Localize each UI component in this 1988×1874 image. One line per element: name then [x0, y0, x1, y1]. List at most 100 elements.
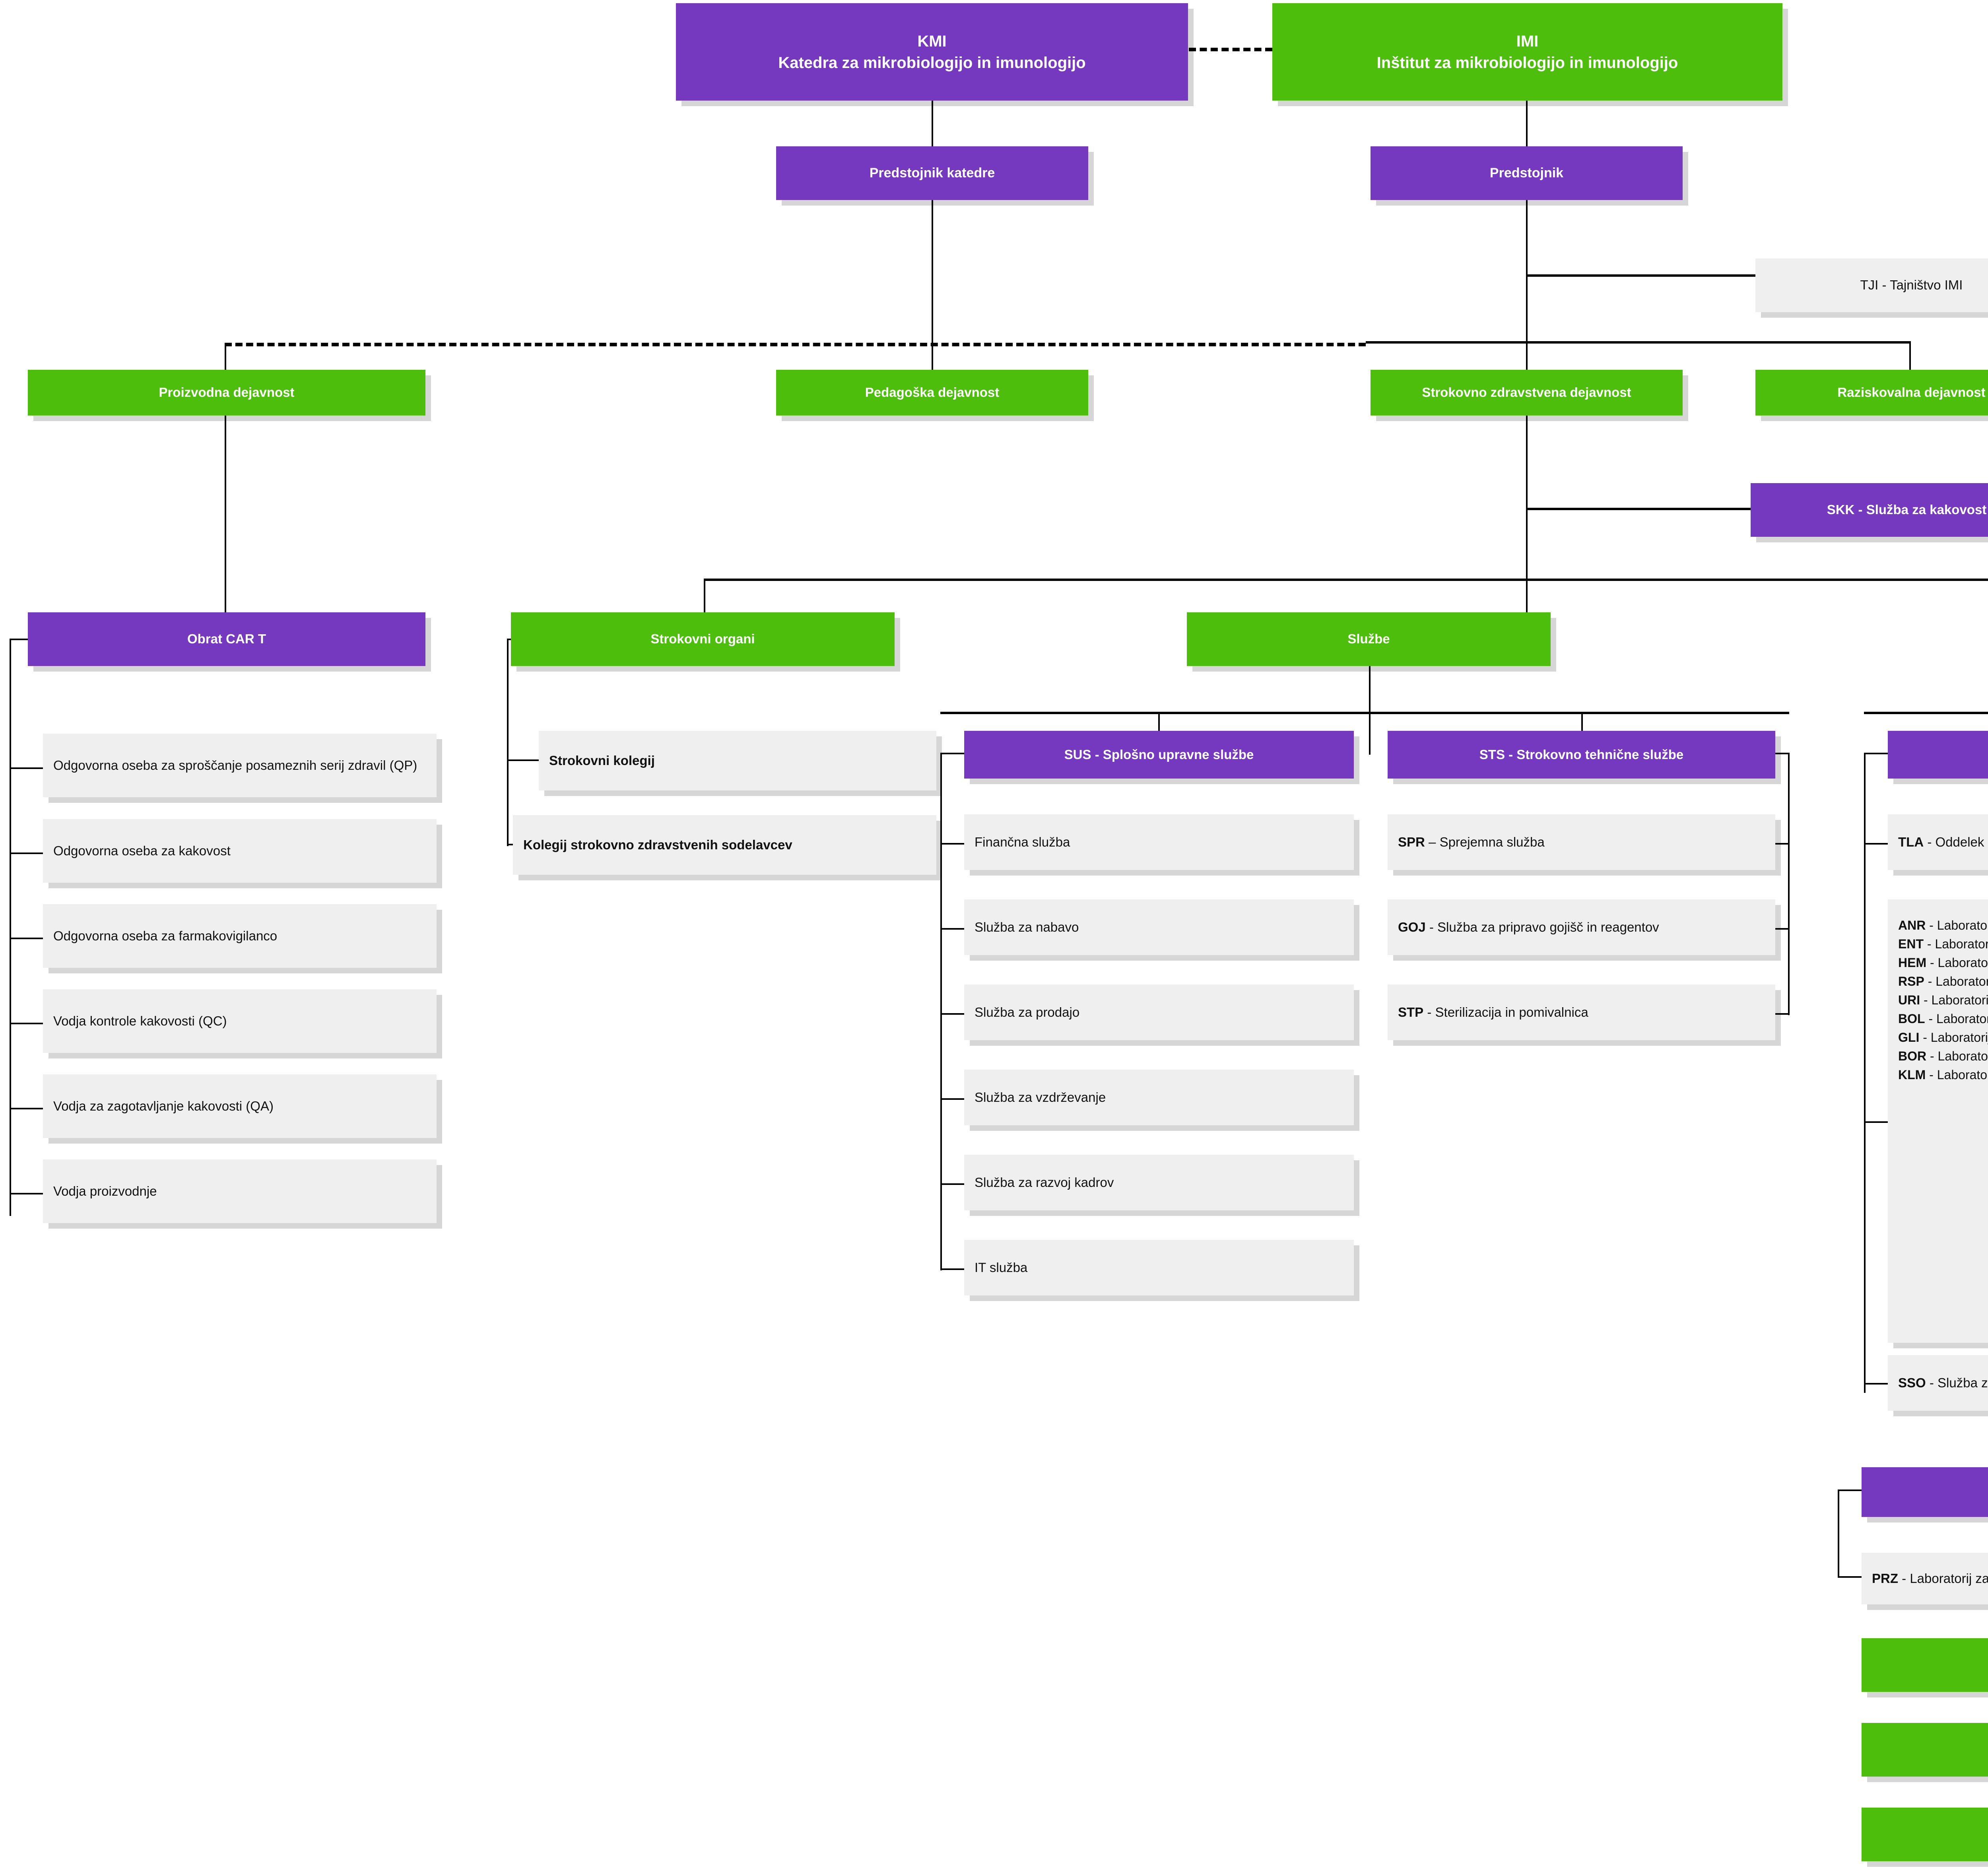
sts-item-1-text: Služba za pripravo gojišč in reagentov	[1437, 919, 1659, 934]
stub-bmk-tla	[1864, 843, 1888, 845]
imi-name: Inštitut za mikrobiologijo in imunologij…	[1376, 54, 1678, 72]
node-predstojnik[interactable]: Predstojnik	[1371, 146, 1683, 200]
node-imi[interactable]: IMI Inštitut za mikrobiologijo in imunol…	[1272, 3, 1782, 101]
stub-obrat-2	[10, 853, 43, 854]
node-sts-header[interactable]: STS - Strokovno tehnične službe	[1388, 731, 1775, 779]
connector-act-raziskovalna-down	[1909, 341, 1911, 374]
rail-sus	[940, 753, 942, 1270]
obrat-item-0: Odgovorna oseba za sproščanje posameznih…	[53, 757, 417, 773]
sts-item-2-code: STP	[1398, 1004, 1424, 1020]
sus-item-0: Finančna služba	[975, 834, 1070, 849]
connector-katedre-down	[932, 199, 933, 374]
stub-bmk-labs	[1864, 1121, 1888, 1123]
node-tajnistvo[interactable]: TJI - Tajništvo IMI	[1755, 258, 1988, 312]
bmk-tla-text: Oddelek za avtomatizirano procesiranje v…	[1935, 834, 1988, 849]
node-bmk-labs[interactable]: ANR - Laboratorij za bakteriološko diagn…	[1888, 899, 1988, 1343]
obrat-item-3: Vodja kontrole kakovosti (QC)	[53, 1013, 227, 1028]
list-item[interactable]: Odgovorna oseba za kakovost	[43, 819, 437, 883]
strokovni-organi-item-0: Strokovni kolegij	[549, 753, 655, 768]
bmk-sso-text: Služba za spremljanje občutljivosti bakt…	[1938, 1375, 1988, 1390]
node-smb[interactable]: SMB – Laboratorij za sindromsko diagnost…	[1862, 1638, 1988, 1692]
node-bmk-header[interactable]: BMK - Bakteriologija in mikologija	[1888, 731, 1988, 779]
list-item[interactable]: Služba za vzdrževanje	[964, 1070, 1354, 1125]
rail-sts	[1788, 753, 1790, 1015]
par-prz-code: PRZ	[1872, 1571, 1898, 1586]
list-item[interactable]: Odgovorna oseba za farmakovigilanco	[43, 904, 437, 968]
stub-sts-head	[1765, 753, 1789, 754]
sts-header-label: STS - Strokovno tehnične službe	[1479, 747, 1684, 762]
bmk-sso-sep: -	[1926, 1375, 1938, 1390]
obrat-item-5: Vodja proizvodnje	[53, 1183, 157, 1198]
list-item[interactable]: GOJ - Služba za pripravo gojišč in reage…	[1388, 899, 1775, 955]
list-item[interactable]: Služba za nabavo	[964, 899, 1354, 955]
sts-item-0-code: SPR	[1398, 834, 1425, 849]
list-item[interactable]: Strokovni kolegij	[539, 731, 936, 790]
node-kmi[interactable]: KMI Katedra za mikrobiologijo in imunolo…	[676, 3, 1188, 101]
activity-strokovno-label: Strokovno zdravstvena dejavnost	[1422, 385, 1631, 400]
connector-szd-down	[1526, 414, 1528, 652]
stub-sus-0	[940, 843, 964, 845]
node-obrat-car-t[interactable]: Obrat CAR T	[28, 612, 425, 666]
stub-sus-2	[940, 1013, 964, 1015]
par-prz-text: Laboratorij za parazitologijo	[1910, 1571, 1988, 1586]
connector-activities-dashed	[225, 343, 1366, 346]
list-item[interactable]: Odgovorna oseba za sproščanje posameznih…	[43, 734, 437, 797]
stub-obrat-0	[10, 639, 33, 640]
node-predstojnik-katedre[interactable]: Predstojnik katedre	[776, 146, 1088, 200]
list-item[interactable]: SPR – Sprejemna služba	[1388, 814, 1775, 870]
node-skk[interactable]: SKK - Služba za kakovost	[1751, 483, 1988, 537]
connector-sluzbe-down	[1369, 639, 1371, 755]
node-sus-header[interactable]: SUS - Splošno upravne službe	[964, 731, 1354, 779]
list-item[interactable]: Kolegij strokovno zdravstvenih sodelavce…	[513, 815, 936, 875]
node-activity-strokovno-zdravstvena[interactable]: Strokovno zdravstvena dejavnost	[1371, 370, 1683, 416]
node-bmk-sso[interactable]: SSO - Služba za spremljanje občutljivost…	[1888, 1355, 1988, 1411]
list-item[interactable]: Vodja proizvodnje	[43, 1159, 437, 1223]
node-sluzbe[interactable]: Službe	[1187, 612, 1551, 666]
bmk-lab-6: GLI - Laboratorij za diagnostiko glivičn…	[1898, 1030, 1988, 1045]
node-activity-proizvodna[interactable]: Proizvodna dejavnost	[28, 370, 425, 416]
node-intervencijska-skupina[interactable]: INTERVENCIJSKA SKUPINA IMI MF	[1862, 1808, 1988, 1861]
activity-pedagoska-label: Pedagoška dejavnost	[865, 385, 1000, 400]
node-activity-raziskovalna[interactable]: Raziskovalna dejavnost	[1755, 370, 1988, 416]
kmi-name: Katedra za mikrobiologijo in imunologijo	[778, 54, 1086, 72]
stub-sts-2	[1765, 1013, 1789, 1015]
node-bmk-tla[interactable]: TLA - Oddelek za avtomatizirano procesir…	[1888, 814, 1988, 870]
activity-raziskovalna-label: Raziskovalna dejavnost	[1837, 385, 1986, 400]
node-strokovni-organi[interactable]: Strokovni organi	[511, 612, 895, 666]
node-dez[interactable]: DEŽ - Laboratorijska dežurna služba	[1862, 1723, 1988, 1777]
bmk-lab-4: URI - Laboratorij za bakteriološko diagn…	[1898, 993, 1988, 1008]
connector-category-bar	[704, 579, 1988, 581]
tajnistvo-label: TJI - Tajništvo IMI	[1860, 278, 1963, 293]
stub-sts-1	[1765, 928, 1789, 930]
list-item[interactable]: IT služba	[964, 1240, 1354, 1295]
stub-bmk-head	[1864, 753, 1888, 754]
node-activity-pedagoska[interactable]: Pedagoška dejavnost	[776, 370, 1088, 416]
connector-cat-strokovni-down	[704, 579, 705, 638]
stub-sus-1	[940, 928, 964, 930]
sluzbe-label: Službe	[1347, 631, 1390, 647]
par-prz-sep: -	[1898, 1571, 1910, 1586]
stub-sus-head	[940, 753, 964, 754]
rail-bmk	[1864, 753, 1866, 1393]
connector-lab-split	[1864, 712, 1988, 714]
list-item[interactable]: Vodja za zagotavljanje kakovosti (QA)	[43, 1074, 437, 1138]
strokovni-organi-label: Strokovni organi	[650, 631, 755, 647]
list-item[interactable]: Služba za razvoj kadrov	[964, 1155, 1354, 1210]
connector-sluzbe-split	[940, 712, 1789, 714]
predstojnik-katedre-label: Predstojnik katedre	[869, 165, 995, 181]
stub-obrat-5	[10, 1108, 43, 1109]
intervencijska-label: INTERVENCIJSKA SKUPINA IMI MF	[1862, 1826, 1988, 1843]
node-par-header[interactable]: PAR - Parazitologija	[1862, 1467, 1988, 1517]
list-item[interactable]: Finančna služba	[964, 814, 1354, 870]
node-par-prz[interactable]: PRZ - Laboratorij za parazitologijo	[1862, 1553, 1988, 1604]
connector-proizvodna-obrat	[225, 414, 226, 638]
list-item[interactable]: Vodja kontrole kakovosti (QC)	[43, 989, 437, 1053]
sus-item-3: Služba za vzdrževanje	[975, 1089, 1106, 1105]
obrat-item-2: Odgovorna oseba za farmakovigilanco	[53, 928, 278, 943]
list-item[interactable]: STP - Sterilizacija in pomivalnica	[1388, 985, 1775, 1040]
stub-obrat-4	[10, 1023, 43, 1024]
list-item[interactable]: Služba za prodajo	[964, 985, 1354, 1040]
stub-so-0	[507, 759, 539, 761]
bmk-lab-2: HEM - Laboratorij za hemokulture in drug…	[1898, 955, 1988, 970]
